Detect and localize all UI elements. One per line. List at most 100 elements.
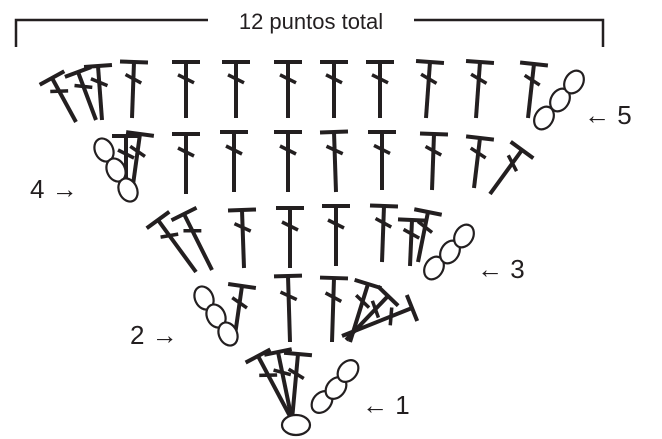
stitch-cross-mark [523, 73, 541, 87]
stitch-stem [430, 133, 436, 191]
double-crochet-stitch [274, 60, 302, 118]
row-labels: ← 1 2 → ← 3 4 → ← 5 [30, 100, 632, 420]
stitch-cross-mark [324, 291, 343, 303]
stitch-top-bar [404, 294, 420, 322]
stitch-top-bar [125, 130, 155, 138]
chain-oval [453, 223, 475, 249]
stitch-cross-mark [177, 146, 195, 158]
stitch-cross-mark [90, 77, 109, 88]
double-crochet-stitch [366, 60, 394, 118]
stitch-top-bar [509, 140, 535, 160]
stitch-cross-mark [287, 367, 305, 380]
double-crochet-stitch [465, 59, 495, 119]
stitch-cross-mark [225, 144, 243, 156]
double-crochet-stitch [119, 59, 149, 119]
stitch-top-bar [38, 69, 66, 87]
stitch-cross-mark [124, 72, 143, 85]
double-crochet-stitch [397, 217, 427, 267]
double-crochet-stitch [172, 60, 200, 118]
stitch-stem [332, 131, 338, 193]
stitch-top-bar [83, 62, 113, 70]
double-crochet-stitch [368, 130, 396, 190]
double-crochet-stitch [145, 210, 198, 274]
stitch-cross-mark [327, 218, 345, 230]
stitch-stem [488, 148, 524, 196]
stitch-cross-mark [325, 73, 343, 85]
stitch-top-bar [319, 275, 349, 281]
stitch-stem [290, 353, 300, 421]
row-label-1: ← 1 [362, 390, 410, 420]
stitch-cross-mark [231, 296, 248, 310]
stitch-cross-mark [177, 73, 195, 85]
stitch-stem [182, 213, 214, 271]
stitch-cross-mark [416, 220, 434, 234]
double-crochet-stitch [172, 132, 200, 194]
stitch-stem [416, 211, 430, 263]
stitch-stem [256, 355, 294, 421]
double-crochet-stitch [283, 350, 313, 421]
stitch-stem [474, 61, 482, 119]
double-crochet-stitch [419, 131, 449, 191]
stitch-cross-mark [279, 73, 297, 85]
stitch-stem [76, 71, 98, 121]
stitch-top-bar [465, 134, 495, 142]
stitch-cross-mark [273, 368, 292, 377]
row-label-3: ← 3 [477, 254, 525, 284]
stitch-cross-mark [374, 216, 393, 229]
stitch-row-4 [93, 129, 535, 203]
stitch-top-bar [244, 347, 272, 365]
stitch-top-bar [413, 207, 443, 217]
double-crochet-stitch [83, 62, 113, 121]
double-crochet-stitch [38, 69, 78, 123]
header-bracket: 12 puntos total [14, 9, 605, 47]
double-crochet-stitch [519, 60, 549, 119]
double-crochet-stitch [220, 130, 248, 192]
stitch-cross-mark [388, 307, 394, 326]
stitch-stem [276, 351, 294, 421]
stitch-cross-mark [129, 144, 146, 158]
stitch-cross-mark [279, 290, 298, 302]
stitch-top-bar [170, 205, 198, 223]
stitch-cross-mark [469, 146, 487, 160]
stitch-stem [408, 219, 414, 267]
stitch-top-bar [227, 207, 257, 213]
stitch-row-5 [38, 59, 585, 131]
stitch-top-bar [273, 273, 303, 279]
double-crochet-stitch [322, 204, 350, 266]
stitch-top-bar [263, 347, 293, 357]
stitch-stem [286, 275, 292, 343]
double-crochet-stitch [413, 207, 443, 263]
stitch-layer [38, 59, 585, 437]
stitch-cross-mark [281, 220, 299, 232]
stitch-stem [380, 205, 386, 263]
double-crochet-stitch [276, 206, 304, 268]
double-crochet-stitch [465, 134, 495, 189]
double-crochet-stitch [341, 294, 420, 338]
double-crochet-stitch [488, 140, 535, 196]
stitch-cross-mark [50, 89, 69, 94]
stitch-stem [341, 306, 413, 338]
stitch-stem [96, 65, 104, 121]
stitch-stem [50, 77, 78, 123]
double-crochet-stitch [369, 203, 399, 263]
chain-oval [533, 105, 555, 131]
stitch-top-bar [397, 217, 427, 223]
stitch-cross-mark [227, 73, 245, 85]
stitch-top-bar [145, 210, 171, 230]
chain-oval [336, 359, 360, 383]
stitch-row-2 [193, 273, 420, 347]
double-crochet-stitch [244, 347, 294, 421]
stitch-top-bar [119, 59, 149, 65]
stitch-cross-mark [371, 73, 389, 85]
stitch-cross-mark [424, 144, 443, 157]
stitch-cross-mark [506, 154, 519, 172]
row-label-2: 2 → [130, 320, 178, 350]
stitch-cross-mark [470, 72, 488, 85]
double-crochet-stitch [273, 273, 303, 343]
double-crochet-stitch [319, 129, 349, 193]
stitch-stem [130, 61, 136, 119]
stitch-cross-mark [420, 72, 438, 85]
stitch-top-bar [227, 282, 257, 290]
stitch-stem [240, 209, 246, 269]
